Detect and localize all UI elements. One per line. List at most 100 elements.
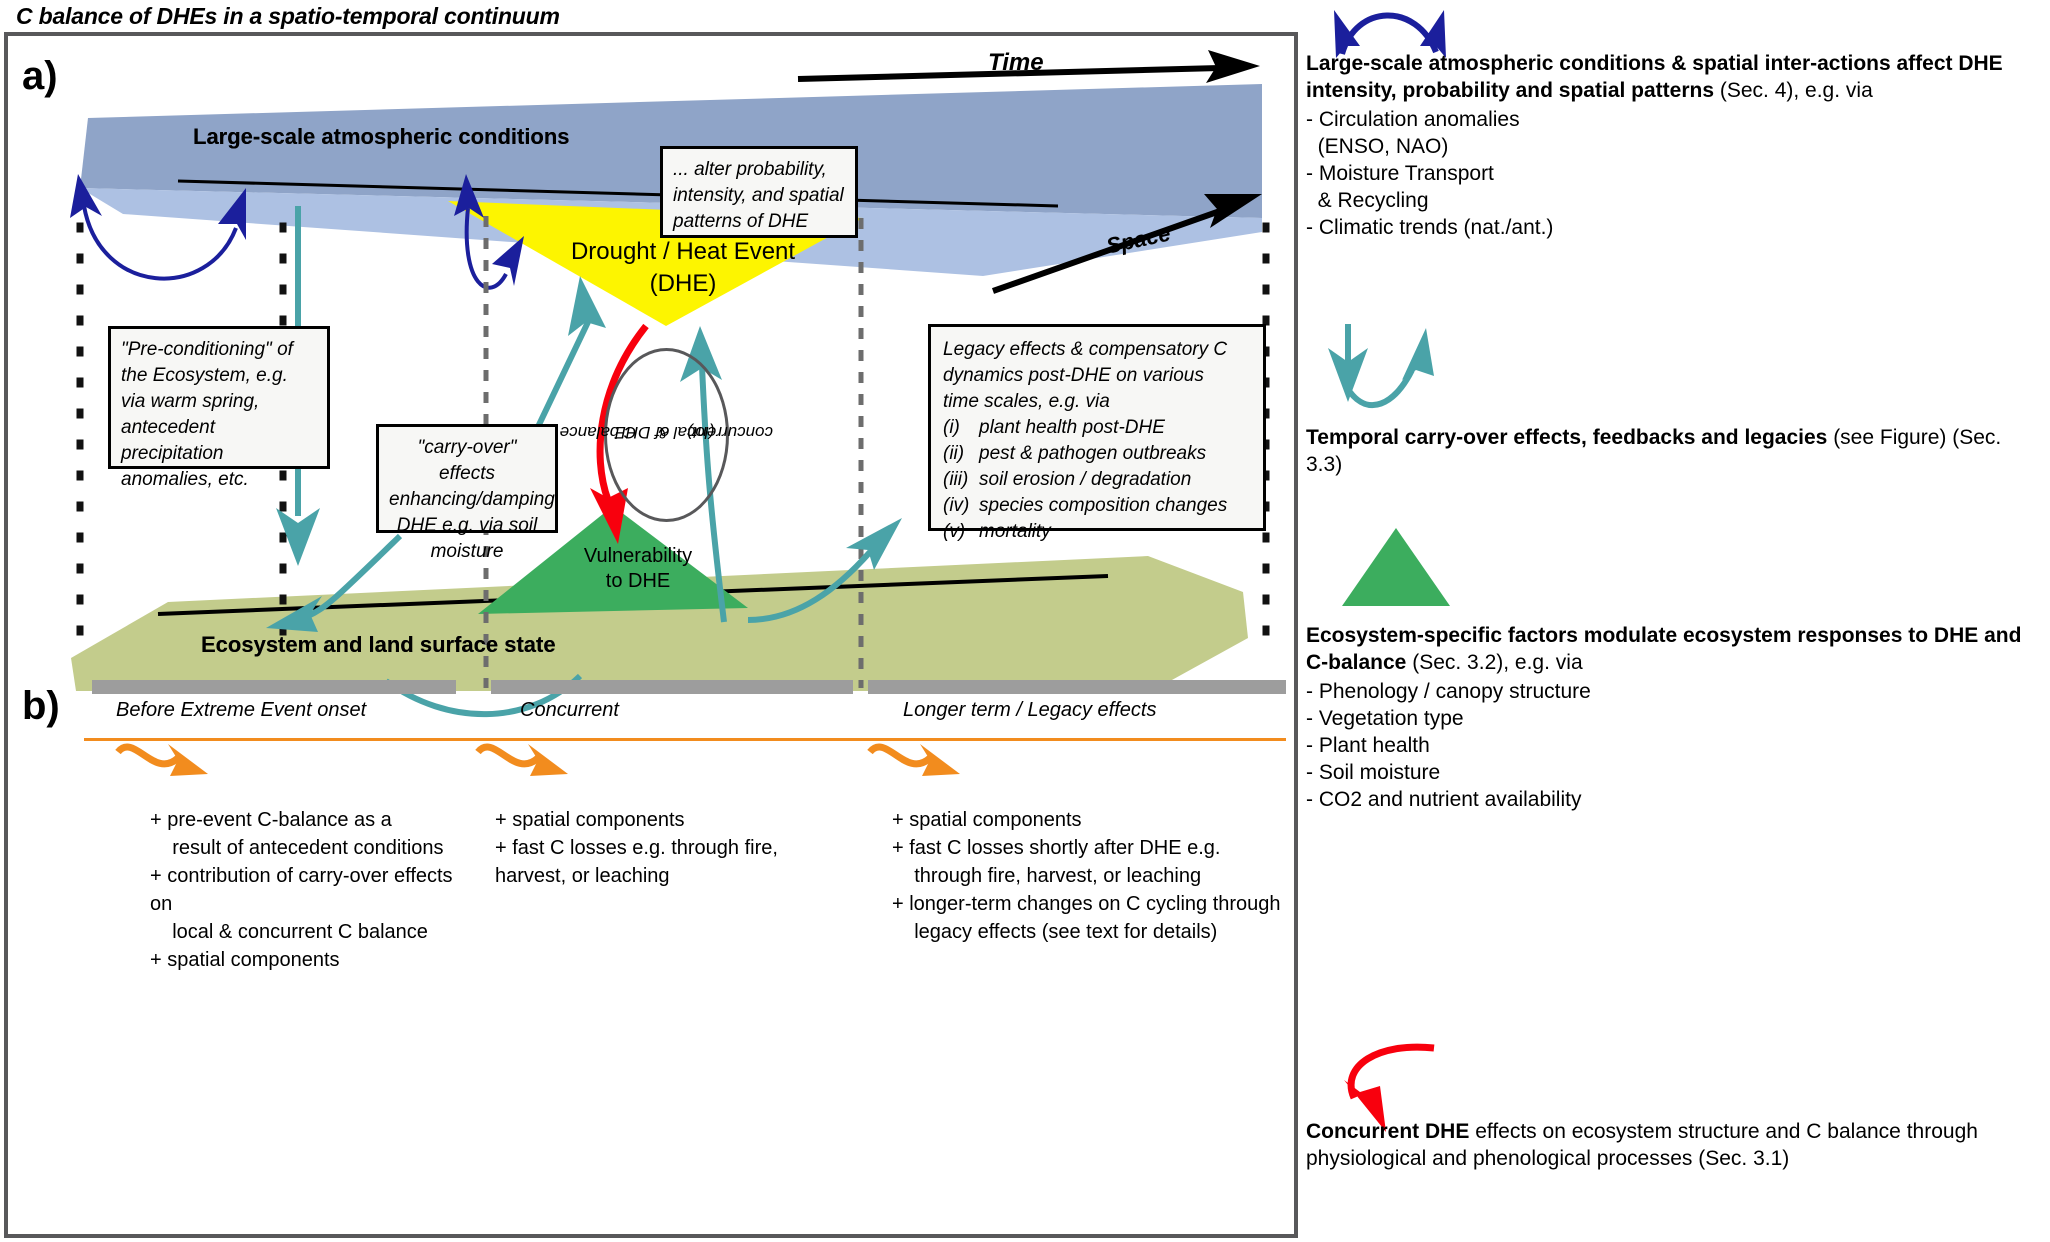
phase-bar-1 (92, 680, 456, 694)
bullet-item: + spatial components (495, 809, 685, 831)
legacy-item-number: (v) (943, 521, 966, 542)
vulnerability-label-line2: to DHE (605, 570, 671, 592)
dhe-label: Drought / Heat Event (DHE) (538, 236, 828, 300)
bullet-column-2: + spatial components + fast C losses e.g… (495, 806, 825, 890)
precondition-box: "Pre-conditioning" of the Ecosystem, e.g… (108, 326, 330, 490)
legend-bullet: - Phenology / canopy structure (1306, 680, 1591, 703)
legend-block-1-rest: (Sec. 4), e.g. via (1714, 79, 1873, 102)
legend-block-3-rest: (Sec. 3.2), e.g. via (1406, 651, 1583, 674)
legacy-intro-line2: dynamics post-DHE on various (943, 365, 1204, 386)
legend-bullet: - Soil moisture (1306, 761, 1441, 784)
legend-bullet: - Circulation anomalies (1306, 108, 1520, 131)
legend-bullet: - CO2 and nutrient availability (1306, 788, 1582, 811)
legacy-item: (iii) soil erosion / degradation (943, 467, 1251, 493)
navy-arrowhead-c (454, 174, 484, 218)
teal-arrow-carryover-up (533, 320, 591, 433)
bullet-item: + spatial components (150, 949, 340, 971)
legacy-intro-line3: time scales, e.g. via (943, 391, 1110, 412)
legacy-item-text: pest & pathogen outbreaks (979, 443, 1207, 464)
vulnerability-label-line1: Vulnerability (583, 545, 693, 567)
atmosphere-midline (177, 179, 1059, 208)
ellipse-line4: concurrent) (686, 423, 773, 442)
legend-bullet: - Climatic trends (nat./ant.) (1306, 216, 1554, 239)
atmosphere-slab-label: Large-scale atmospheric conditions (193, 124, 570, 149)
navy-arrowhead-a (70, 174, 102, 218)
dhe-label-line2: (DHE) (649, 270, 717, 297)
legend-bullet: - Vegetation type (1306, 707, 1464, 730)
teal-arrowhead-legacy (846, 518, 902, 570)
bullet-item: + fast C losses e.g. through fire, harve… (495, 837, 778, 887)
ecosystem-lower-slab (71, 556, 1248, 691)
legend-block-3-bold: Ecosystem-specific factors modulate ecos… (1306, 624, 2022, 674)
legacy-item-number: (ii) (943, 443, 965, 464)
navy-double-arrow-right (464, 207, 508, 290)
green-triangle-icon (1342, 528, 1450, 606)
legend-block-2-text: Temporal carry-over effects, feedbacks a… (1306, 424, 2042, 478)
legend-block-1-bold: Large-scale atmospheric conditions & spa… (1306, 52, 2003, 102)
panel-a: a) b) (4, 32, 1298, 1238)
teal-arrowhead-preconditioning (276, 508, 320, 566)
legend-bullet: - Moisture Transport (1306, 162, 1494, 185)
phase-caption-2: Concurrent (520, 699, 619, 721)
navy-arrowhead-d (492, 236, 524, 286)
legend-block-1-list: - Circulation anomalies (ENSO, NAO) - Mo… (1306, 106, 2042, 241)
legacy-item-text: species composition changes (979, 495, 1228, 516)
teal-arrowhead-carryover-up (568, 276, 606, 336)
bullet-item: + longer-term changes on C cycling throu… (892, 893, 1281, 943)
legacy-item: (iv) species composition changes (943, 493, 1251, 519)
figure-title: C balance of DHEs in a spatio-temporal c… (16, 3, 560, 29)
legacy-effects-box: Legacy effects & compensatory C dynamics… (928, 324, 1266, 542)
bullet-item: + fast C losses shortly after DHE e.g. t… (892, 837, 1221, 887)
vulnerability-label: Vulnerability to DHE (548, 544, 728, 594)
teal-carryover-arrow-icon (1328, 324, 1434, 408)
vulnerability-triangle (478, 506, 748, 614)
legacy-item: (ii) pest & pathogen outbreaks (943, 441, 1251, 467)
red-hook-arrow-icon (1344, 1043, 1435, 1132)
legend-block-1: Large-scale atmospheric conditions & spa… (1306, 50, 2042, 241)
legend-block-3-text: Ecosystem-specific factors modulate ecos… (1306, 622, 2042, 676)
bullet-item: + contribution of carry-over effects on … (150, 865, 453, 943)
legacy-item: (i) plant health post-DHE (943, 415, 1251, 441)
legend-block-3: Ecosystem-specific factors modulate ecos… (1306, 622, 2042, 813)
teal-arrowhead-carryover-down (266, 596, 322, 632)
teal-arrow-carryover-down (306, 533, 403, 619)
bullet-item: + pre-event C-balance as a result of ant… (150, 809, 444, 859)
legacy-item-number: (i) (943, 417, 960, 438)
legacy-item-number: (iv) (943, 495, 970, 516)
legend-block-2-bold: Temporal carry-over effects, feedbacks a… (1306, 426, 1828, 449)
carryover-box: "carry-over" effects enhancing/damping D… (376, 424, 558, 562)
red-arrowhead (590, 488, 628, 544)
legacy-item-text: plant health post-DHE (979, 417, 1165, 438)
bullet-column-3: + spatial components + fast C losses sho… (892, 806, 1292, 946)
legacy-item-number: (iii) (943, 469, 969, 490)
legend-bullet: (ENSO, NAO) (1306, 135, 1449, 158)
panel-b-label: b) (22, 684, 60, 728)
legend-block-4: Concurrent DHE effects on ecosystem stru… (1306, 1118, 2042, 1172)
ecosystem-slab-label: Ecosystem and land surface state (201, 632, 556, 657)
space-arrow (992, 194, 1262, 294)
phase-bar-2 (491, 680, 853, 694)
panel-a-label: a) (22, 54, 58, 98)
legacy-intro-line1: Legacy effects & compensatory C (943, 339, 1228, 360)
orange-divider (84, 738, 1286, 741)
phase-bar-3 (868, 680, 1286, 694)
phase-caption-1: Before Extreme Event onset (116, 699, 367, 721)
navy-double-arrow-icon (1334, 10, 1446, 58)
c-balance-ellipse-label: C balance of DHE (local & concurrent) (559, 348, 772, 516)
legacy-item: (v)mortality (943, 519, 1251, 545)
dhe-label-line1: Drought / Heat Event (570, 238, 796, 265)
legend-block-2-rest: (see Figure) (Sec. 3.3) (1306, 426, 2002, 476)
teal-arrow-legacy (747, 550, 873, 623)
bullet-column-1: + pre-event C-balance as a result of ant… (150, 806, 480, 974)
legend-bullet: - Plant health (1306, 734, 1430, 757)
bullet-item: + spatial components (892, 809, 1082, 831)
time-arrow (797, 50, 1260, 83)
legend-block-4-bold: Concurrent DHE (1306, 1120, 1470, 1143)
phase-caption-3: Longer term / Legacy effects (903, 699, 1157, 721)
legacy-item-text: soil erosion / degradation (979, 469, 1192, 490)
legend-block-1-text: Large-scale atmospheric conditions & spa… (1306, 50, 2042, 104)
right-legend-column: Large-scale atmospheric conditions & spa… (1306, 10, 2046, 1236)
c-balance-ellipse (604, 348, 729, 522)
legend-block-4-rest: effects on ecosystem structure and C bal… (1306, 1120, 1978, 1170)
